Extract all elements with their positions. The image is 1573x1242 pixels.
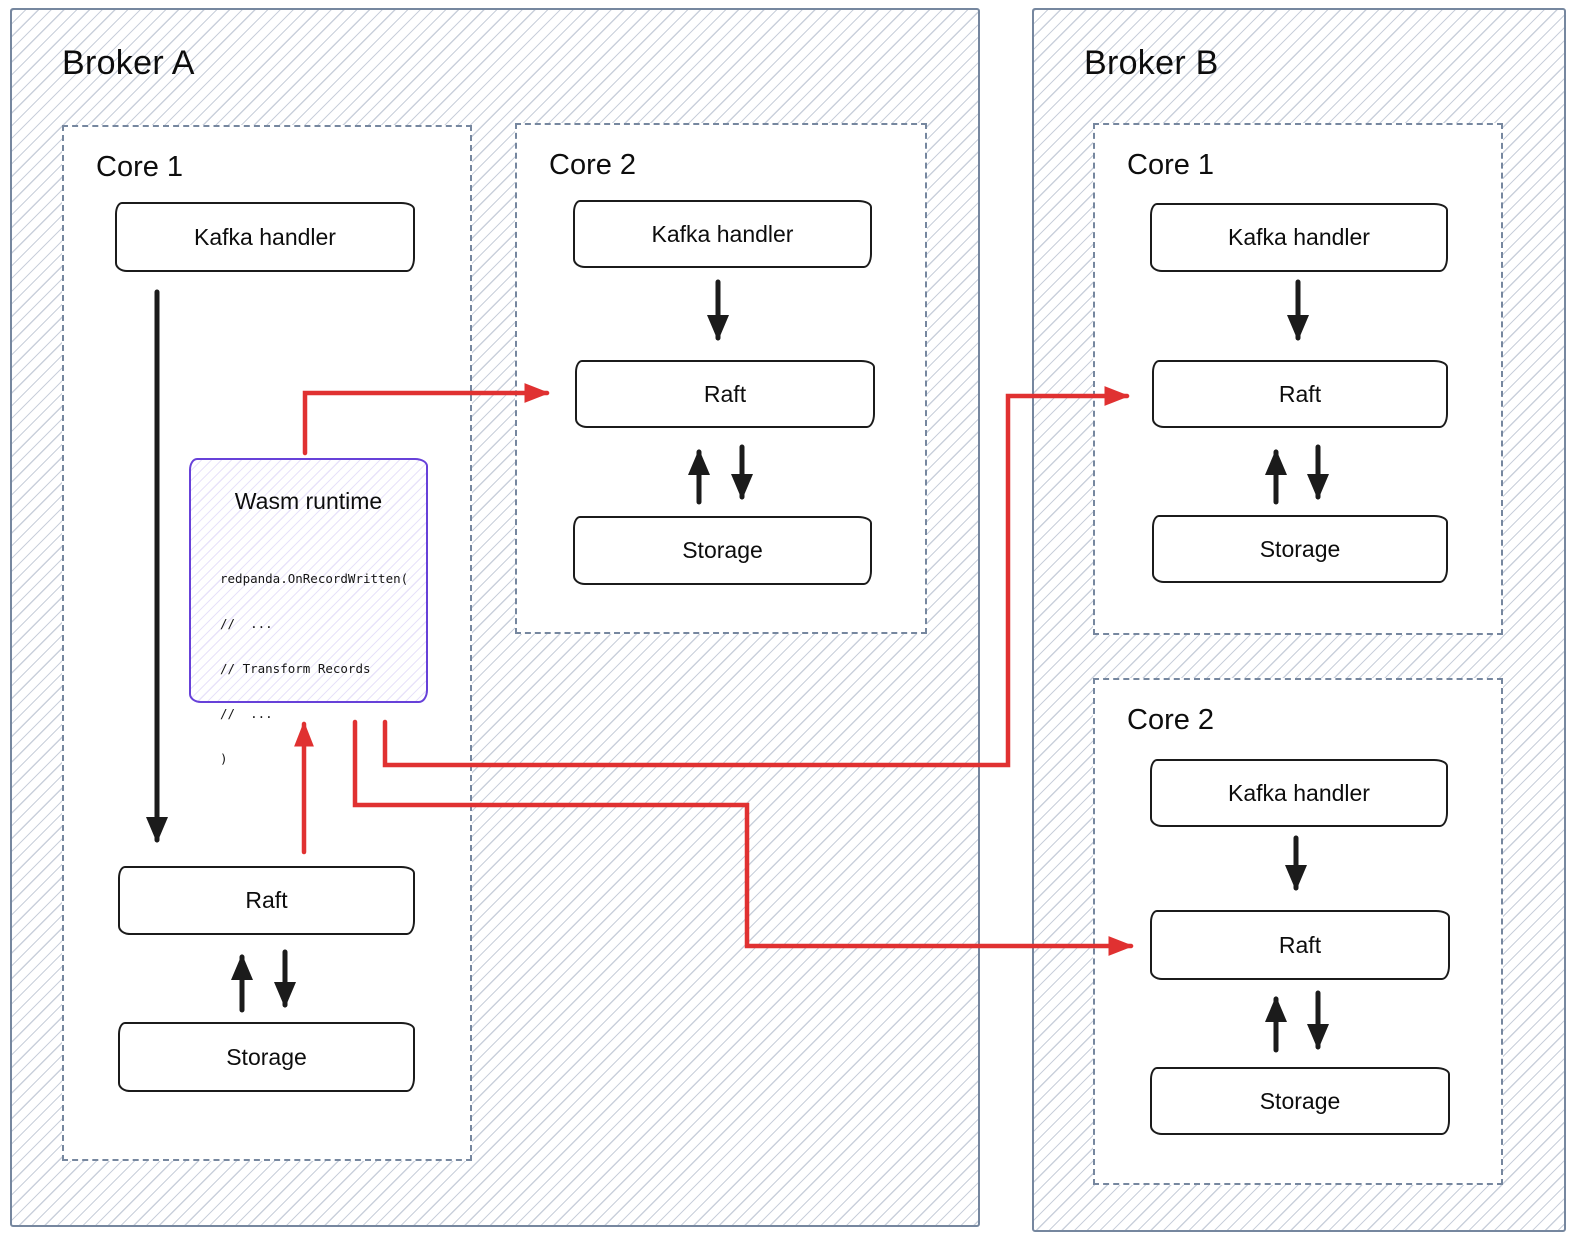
node-a2-kafka-handler: Kafka handler (573, 200, 872, 268)
node-b1-raft: Raft (1152, 360, 1448, 428)
node-b2-storage: Storage (1150, 1067, 1450, 1135)
node-b2-kafka-handler: Kafka handler (1150, 759, 1448, 827)
wasm-runtime-box: Wasm runtime redpanda.OnRecordWritten( /… (189, 458, 428, 766)
node-b2-raft: Raft (1150, 910, 1450, 980)
node-a1-kafka-handler: Kafka handler (115, 202, 415, 272)
node-b1-kafka-handler: Kafka handler (1150, 203, 1448, 272)
wasm-code-line: // Transform Records (220, 661, 371, 676)
broker-a-core-2-title: Core 2 (549, 149, 637, 181)
node-a2-storage: Storage (573, 516, 872, 585)
wasm-code-line: redpanda.OnRecordWritten( (220, 571, 409, 586)
node-a1-raft: Raft (118, 866, 415, 935)
broker-a-core-1-title: Core 1 (96, 151, 184, 183)
wasm-code-line: // ... (220, 706, 273, 721)
node-a2-raft: Raft (575, 360, 875, 428)
broker-b-core-2-title: Core 2 (1127, 704, 1215, 736)
wasm-code-line: // ... (220, 616, 273, 631)
wasm-runtime-title: Wasm runtime (234, 488, 383, 514)
wasm-code-snippet: redpanda.OnRecordWritten( // ... // Tran… (220, 541, 426, 796)
node-a1-storage: Storage (118, 1022, 415, 1092)
broker-a-title: Broker A (62, 44, 195, 82)
node-b1-storage: Storage (1152, 515, 1448, 583)
broker-b-title: Broker B (1084, 44, 1219, 82)
broker-b-core-1-title: Core 1 (1127, 149, 1215, 181)
wasm-code-line: ) (220, 751, 228, 766)
